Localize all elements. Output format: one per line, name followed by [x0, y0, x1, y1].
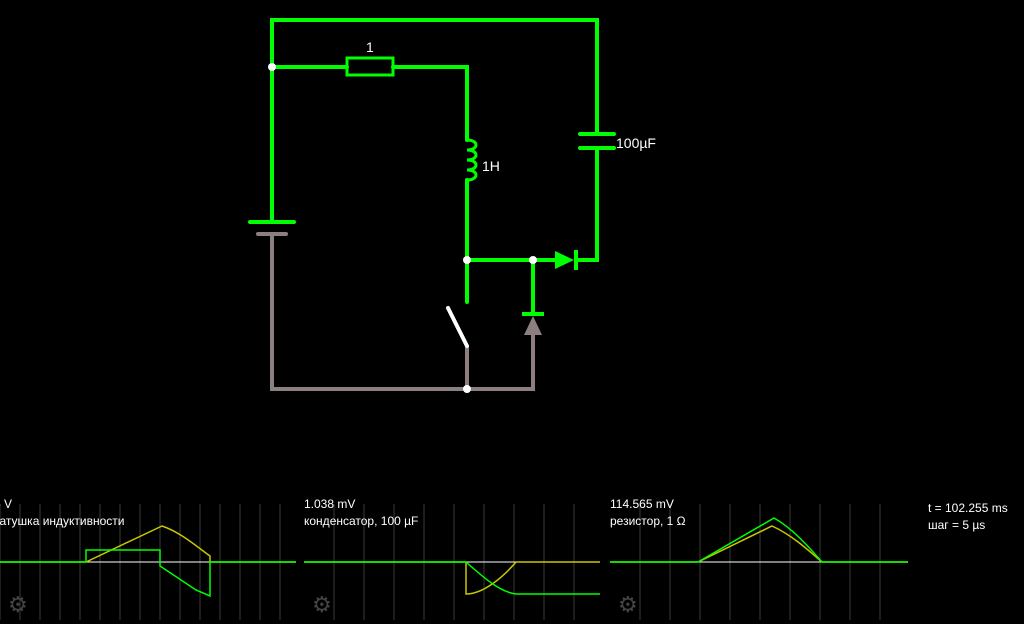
- scope-name: катушка индуктивности: [0, 514, 125, 528]
- scope-name: конденсатор, 100 µF: [304, 514, 419, 528]
- trace-voltage: [610, 517, 908, 563]
- node[interactable]: [529, 256, 537, 264]
- scope-value: 1.038 mV: [304, 497, 356, 511]
- diode-lower[interactable]: [524, 316, 542, 335]
- trace-voltage: [304, 561, 600, 595]
- wire-bottom[interactable]: [270, 232, 535, 391]
- scope-value: 5 V: [0, 497, 13, 511]
- trace-voltage: [0, 549, 296, 598]
- simulation-info: t = 102.255 ms шаг = 5 µs: [928, 500, 1008, 534]
- inductor[interactable]: [465, 138, 478, 182]
- switch-blade[interactable]: [446, 306, 469, 348]
- trace-current: [304, 561, 600, 595]
- gear-icon[interactable]: ⚙: [312, 592, 332, 617]
- resistor[interactable]: [345, 56, 395, 77]
- sim-time: t = 102.255 ms: [928, 501, 1008, 515]
- gear-icon[interactable]: ⚙: [618, 592, 638, 617]
- inductor-label: 1H: [482, 158, 500, 174]
- sim-step: шаг = 5 µs: [928, 518, 986, 532]
- scope-plot: [610, 504, 908, 620]
- gear-icon[interactable]: ⚙: [8, 592, 28, 617]
- circuit-canvas[interactable]: 1 1H 100µF: [0, 0, 1024, 470]
- scope-plot: [304, 504, 600, 620]
- wire-resistor-right[interactable]: [391, 65, 469, 142]
- trace-current: [0, 525, 296, 563]
- diode-forward[interactable]: [555, 251, 574, 269]
- scope-capacitor[interactable]: 1.038 mV конденсатор, 100 µF ⚙: [304, 496, 600, 624]
- scope-plot: [0, 504, 296, 620]
- scope-value: 114.565 mV: [610, 497, 674, 511]
- trace-current: [610, 525, 908, 563]
- capacitor-label: 100µF: [616, 135, 656, 151]
- node[interactable]: [268, 63, 276, 71]
- wire-diode-capacitor[interactable]: [574, 146, 599, 262]
- node[interactable]: [463, 256, 471, 264]
- resistor-label: 1: [366, 39, 374, 55]
- scope-resistor[interactable]: 114.565 mV резистор, 1 Ω ⚙: [610, 496, 908, 624]
- scope-name: резистор, 1 Ω: [610, 514, 686, 528]
- node[interactable]: [463, 385, 471, 393]
- scope-inductor[interactable]: 5 V катушка индуктивности ⚙: [0, 496, 296, 624]
- capacitor[interactable]: [578, 132, 616, 150]
- wire-top[interactable]: [270, 18, 599, 136]
